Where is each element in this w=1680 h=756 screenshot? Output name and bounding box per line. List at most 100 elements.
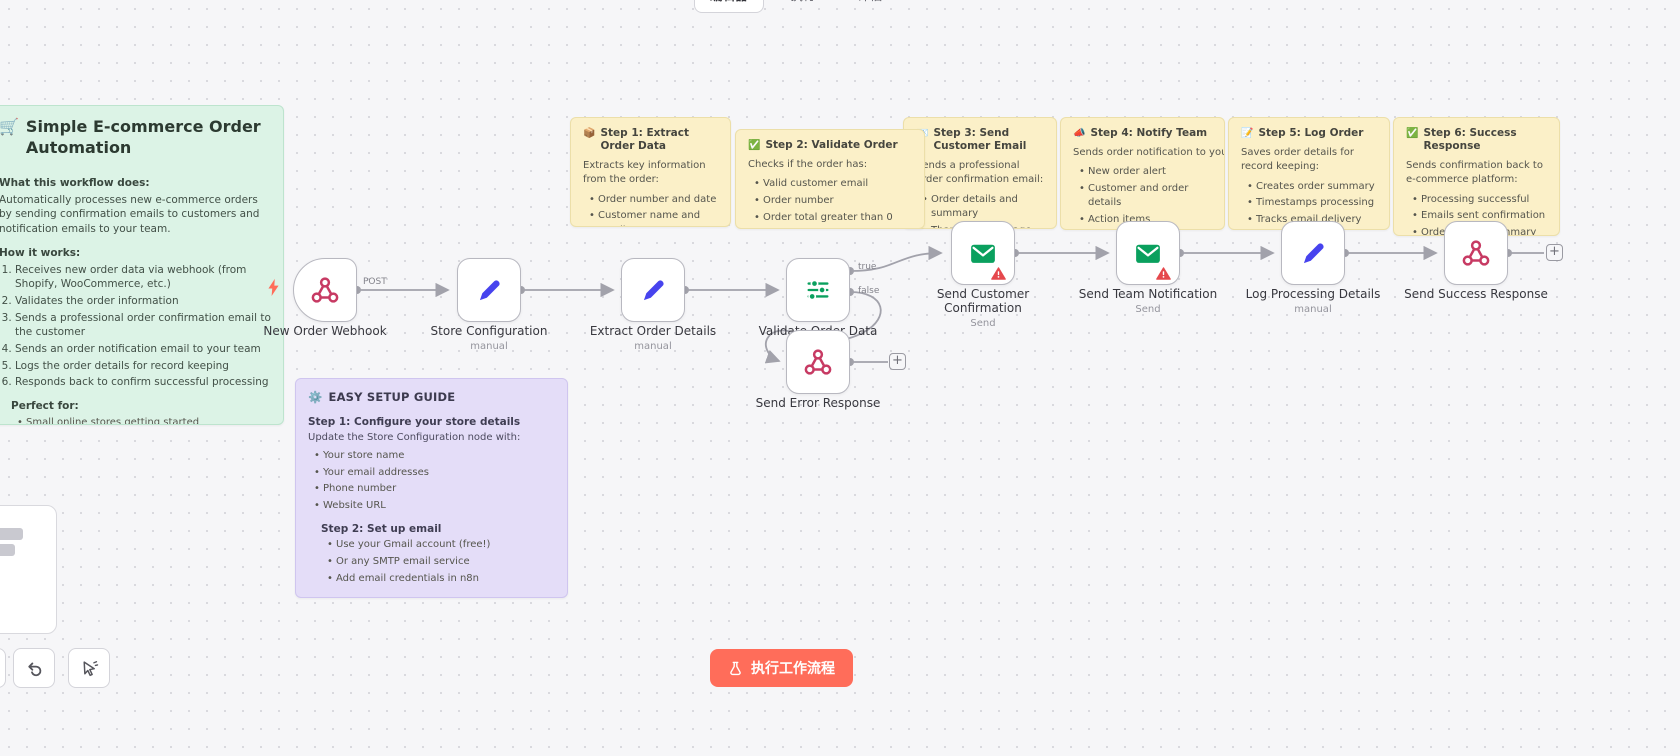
node-label: Send Success Response <box>1404 287 1548 301</box>
setup-item: Or any SMTP email service <box>325 555 555 569</box>
step5-intro: Saves order details for record keeping: <box>1241 147 1355 173</box>
step2-bullet: Order number <box>752 194 912 208</box>
step5-bullet: Creates order summary <box>1245 180 1377 194</box>
setup-title: ⚙️ EASY SETUP GUIDE <box>308 390 555 404</box>
step2-intro: Checks if the order has: <box>748 159 868 171</box>
node-sublabel: manual <box>634 340 672 352</box>
node-box[interactable] <box>786 258 850 322</box>
node-box[interactable] <box>621 258 685 322</box>
webhook-respond-icon <box>1462 240 1490 266</box>
setup-item: Your store name <box>312 449 555 463</box>
node-sublabel: Send <box>1135 303 1161 315</box>
node-box[interactable] <box>951 221 1015 285</box>
filter-sliders-icon <box>807 279 829 301</box>
step5-bullet: Timestamps processing <box>1245 196 1377 210</box>
add-node-button[interactable]: + <box>889 353 906 370</box>
node-extract-order-details[interactable]: Extract Order Details manual <box>590 258 716 352</box>
package-icon: 📦 <box>583 128 596 139</box>
tab-editor[interactable]: 编辑器 <box>694 0 764 13</box>
email-send-icon <box>971 244 995 263</box>
flask-icon <box>730 661 741 675</box>
setup-item: Website URL <box>312 499 555 513</box>
check-icon: ✅ <box>748 140 761 151</box>
add-node-button[interactable]: + <box>1546 244 1563 261</box>
sticky-step-1[interactable]: 📦Step 1: Extract Order Data Extracts key… <box>570 117 731 227</box>
sticky-step-2[interactable]: ✅ Step 2: Validate Order Checks if the or… <box>735 129 925 229</box>
node-box[interactable] <box>457 258 521 322</box>
overview-title-text: Simple E-commerce Order Automation <box>25 117 261 157</box>
canvas-control-button-partial[interactable] <box>0 648 6 688</box>
pencil-icon <box>1303 242 1324 263</box>
node-send-success-response[interactable]: Send Success Response <box>1404 221 1548 301</box>
issue-warning-icon <box>991 267 1006 280</box>
overview-what-text: Automatically processes new e-commerce o… <box>0 193 260 235</box>
step6-bullet: Emails sent confirmation <box>1410 209 1547 223</box>
setup-title-text: EASY SETUP GUIDE <box>328 390 456 404</box>
node-box[interactable] <box>293 258 357 322</box>
step1-bullet: Order number and date <box>587 193 718 207</box>
check-icon: ✅ <box>1406 128 1419 139</box>
memo-icon: 📝 <box>1241 128 1254 139</box>
node-send-error-response[interactable]: Send Error Response <box>756 330 880 410</box>
setup-step1-text: Update the Store Configuration node with… <box>308 432 521 443</box>
cart-icon: 🛒 <box>0 117 19 136</box>
setup-step3-heading: Step 3: Copy webhook URL <box>321 596 555 597</box>
node-label: Extract Order Details <box>589 324 717 338</box>
sticky-note-setup-guide[interactable]: ⚙️ EASY SETUP GUIDE Step 1: Configure yo… <box>295 378 568 598</box>
sticky-step-5[interactable]: 📝 Step 5: Log Order Saves order details f… <box>1228 117 1390 230</box>
setup-item: Use your Gmail account (free!) <box>325 538 555 552</box>
overview-perfect-list: Small online stores getting started Anyo… <box>11 416 271 424</box>
step5-title: Step 5: Log Order <box>1258 127 1364 139</box>
step4-bullet: Customer and order details <box>1077 182 1212 210</box>
node-label: New Order Webhook <box>263 324 387 338</box>
view-tabs: 编辑器 执行 评估 <box>694 0 898 13</box>
node-label: Send Error Response <box>755 396 881 410</box>
setup-item: Phone number <box>312 482 555 496</box>
step6-intro: Sends confirmation back to e-commerce pl… <box>1406 160 1543 186</box>
email-send-icon <box>1136 244 1160 263</box>
execute-workflow-button[interactable]: 执行工作流程 <box>710 649 853 687</box>
sticky-step-4[interactable]: 📣Step 4: Notify Team Sends order notific… <box>1060 117 1225 230</box>
undo-button[interactable] <box>13 648 55 688</box>
node-sublabel: Send <box>970 317 996 329</box>
node-box[interactable] <box>1116 221 1180 285</box>
pencil-icon <box>479 279 500 300</box>
how-step: Logs the order details for record keepin… <box>15 359 271 374</box>
overview-how-heading: How it works: <box>0 246 81 259</box>
step2-title: Step 2: Validate Order <box>765 139 898 151</box>
node-box[interactable] <box>786 330 850 394</box>
trigger-lightning-icon <box>268 278 279 296</box>
sticky-step-6[interactable]: ✅Step 6: Success Response Sends confirma… <box>1393 117 1560 236</box>
card-skeleton-bar <box>0 544 15 556</box>
card-skeleton-bar <box>0 528 23 540</box>
pencil-icon <box>643 279 664 300</box>
setup-step1-list: Your store name Your email addresses Pho… <box>308 449 555 513</box>
setup-step1-heading: Step 1: Configure your store details <box>308 416 521 428</box>
overview-title: 🛒 Simple E-commerce Order Automation <box>0 117 271 159</box>
gear-icon: ⚙️ <box>308 390 323 404</box>
node-box[interactable] <box>1444 221 1508 285</box>
undo-icon <box>27 662 41 676</box>
node-new-order-webhook[interactable]: New Order Webhook <box>263 258 387 338</box>
node-label: Store Configuration <box>430 324 548 338</box>
partial-node-card[interactable] <box>0 505 57 634</box>
step3-bullet: Order details and summary <box>920 193 1044 221</box>
step2-bullet: Order total greater than 0 <box>752 211 912 225</box>
tab-evaluations[interactable]: 评估 <box>843 0 898 12</box>
step1-bullet: Customer name and email <box>587 209 718 226</box>
tab-executions[interactable]: 执行 <box>776 0 831 12</box>
plus-icon: + <box>892 353 903 368</box>
how-step: Sends an order notification email to you… <box>15 342 271 357</box>
node-box[interactable] <box>1281 221 1345 285</box>
step4-bullet: Action items <box>1077 213 1212 227</box>
step4-bullet: New order alert <box>1077 165 1212 179</box>
tidy-up-button[interactable] <box>68 648 110 688</box>
node-validate-order-data[interactable]: Validate Order Data <box>759 258 877 338</box>
sticky-note-overview[interactable]: 🛒 Simple E-commerce Order Automation Wha… <box>0 105 284 425</box>
sticky-step-3[interactable]: 📧Step 3: Send Customer Email Sends a pro… <box>903 117 1057 229</box>
